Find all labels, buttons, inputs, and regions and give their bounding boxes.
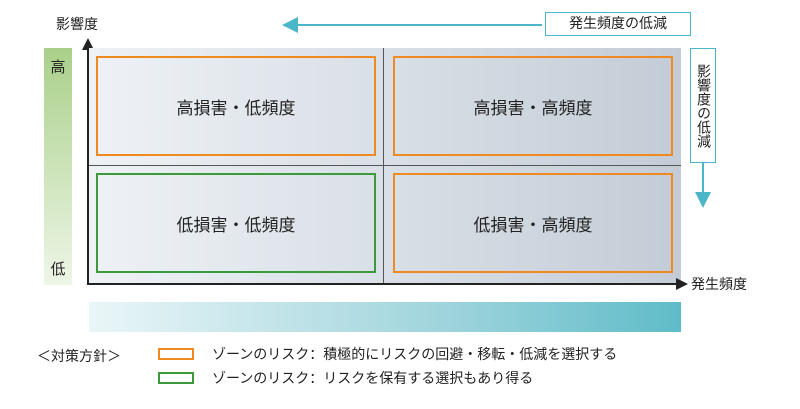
frequency-reduction-arrow-line <box>296 24 542 26</box>
zone-low-impact-high-frequency: 低損害・高頻度 <box>393 173 673 273</box>
severity-high-label: 高 <box>50 58 66 76</box>
legend-item-orange: ゾーンのリスク：積極的にリスクの回避・移転・低減を選択する <box>158 344 617 364</box>
y-axis-title: 影響度 <box>56 17 98 33</box>
legend-item-text: ゾーンのリスク：積極的にリスクの回避・移転・低減を選択する <box>212 347 618 363</box>
zone-high-impact-low-frequency: 高損害・低頻度 <box>96 56 376 156</box>
zone-low-impact-low-frequency: 低損害・低頻度 <box>96 173 376 273</box>
down-arrow-icon <box>695 192 711 208</box>
matrix-horizontal-divider <box>89 165 681 166</box>
x-axis-line <box>87 283 677 285</box>
zone-high-impact-high-frequency: 高損害・高頻度 <box>393 56 673 156</box>
left-arrow-icon <box>282 17 298 33</box>
impact-reduction-label: 影響度の低減 <box>690 48 716 163</box>
legend-heading: ＜対策方針＞ <box>37 349 121 365</box>
green-swatch-icon <box>158 372 194 384</box>
frequency-gradient-bar <box>89 302 681 332</box>
up-arrow-icon <box>82 38 94 50</box>
severity-low-label: 低 <box>50 260 66 278</box>
y-axis-line <box>87 48 89 285</box>
impact-reduction-arrow-line <box>702 163 704 193</box>
orange-swatch-icon <box>158 348 194 360</box>
legend-item-text: ゾーンのリスク：リスクを保有する選択もあり得る <box>212 371 534 387</box>
legend-item-green: ゾーンのリスク：リスクを保有する選択もあり得る <box>158 368 533 388</box>
frequency-reduction-label: 発生頻度の低減 <box>545 12 691 36</box>
right-arrow-icon <box>676 278 688 290</box>
x-axis-title: 発生頻度 <box>691 277 747 293</box>
severity-gradient-bar <box>44 48 72 285</box>
